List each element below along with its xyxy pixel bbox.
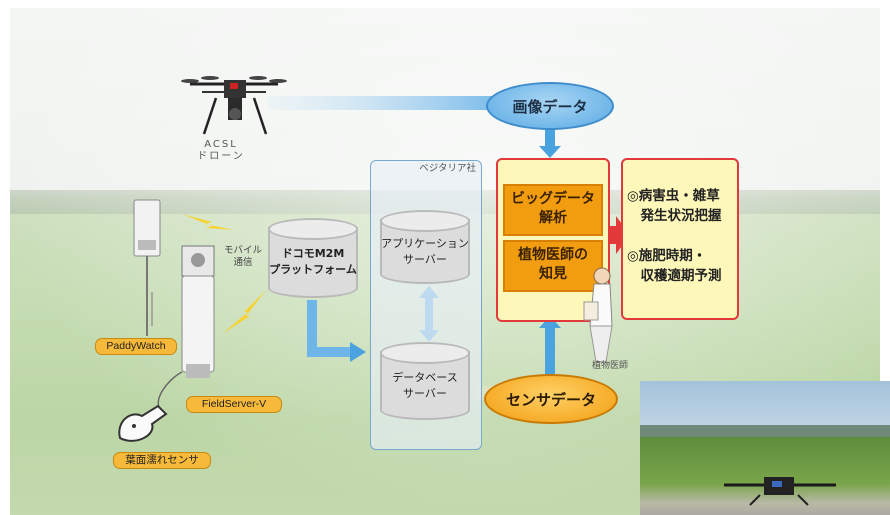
sensor-data-ellipse: センサデータ: [484, 374, 618, 424]
image-data-label: 画像データ: [512, 97, 588, 116]
leaf-sensor-tag: 葉面濡れセンサ: [113, 452, 211, 469]
leaf-wetness-sensor-icon: [118, 404, 168, 442]
drone-to-image-data-beam: [268, 96, 493, 110]
platform-to-db-arrow: [307, 300, 352, 357]
plant-doctor-figure: [583, 267, 613, 363]
paddywatch-tag: PaddyWatch: [95, 338, 177, 355]
result-pest-weed: ◎病害虫・雑草 発生状況把握: [627, 188, 722, 224]
image-data-down-arrow: [545, 126, 555, 148]
lightning-bolt-1: [182, 214, 234, 230]
mobile-comm-label: モバイル 通信: [223, 245, 262, 268]
docomo-label: ドコモM2M プラットフォーム: [269, 247, 357, 276]
paddywatch-device-icon: [133, 199, 161, 336]
fieldserver-tag: FieldServer-V: [186, 396, 282, 413]
drone-icon: [181, 76, 287, 135]
database-server: データベース サーバー: [380, 342, 470, 420]
sensor-data-label: センサデータ: [505, 390, 596, 409]
fieldserver-device-icon: [181, 245, 215, 378]
image-data-ellipse: 画像データ: [486, 82, 614, 130]
plant-doctor-box: 植物医師の 知見: [503, 240, 603, 292]
bigdata-box: ビッグデータ 解析: [503, 184, 603, 236]
plant-doctor-caption: 植物医師: [591, 361, 628, 371]
inset-field-photo: [640, 381, 890, 515]
sensor-data-up-arrow: [545, 326, 555, 376]
result-fertilize-harvest: ◎施肥時期・ 収穫適期予測: [627, 248, 722, 284]
application-server: アプリケーション サーバー: [380, 210, 470, 284]
lightning-bolt-2: [222, 290, 266, 334]
results-panel: [621, 158, 739, 320]
to-results-arrow: [606, 216, 630, 254]
docomo-m2m-platform: ドコモM2M プラットフォーム: [268, 218, 358, 298]
vegetalia-label: ベジタリア社: [419, 163, 476, 174]
inset-drone-icon: [724, 477, 836, 506]
app-server-label: アプリケーション サーバー: [381, 237, 469, 266]
drone-label: ACSL ドローン: [197, 139, 245, 162]
db-server-label: データベース サーバー: [392, 371, 458, 400]
